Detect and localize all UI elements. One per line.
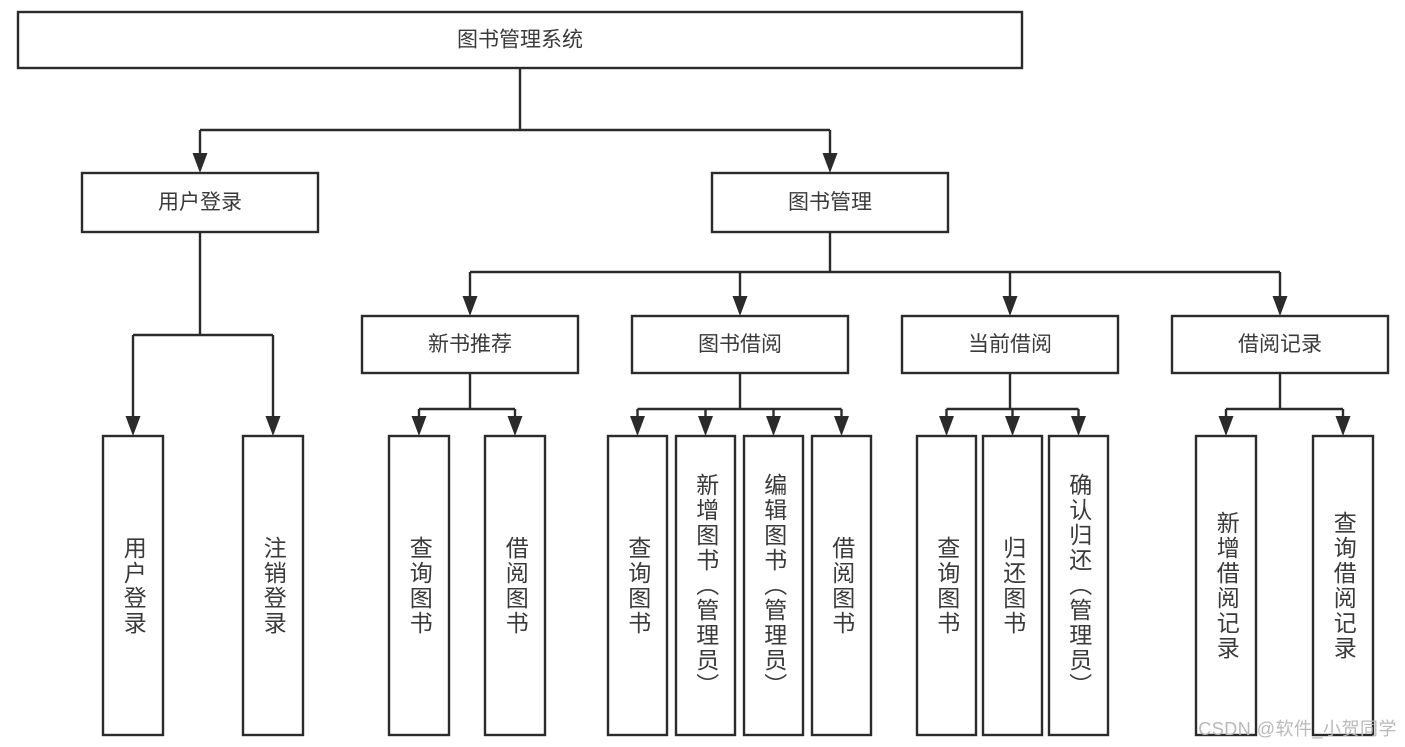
node-box-new-book-recommend[interactable] <box>360 314 580 375</box>
node-box-leaf-edit-book[interactable] <box>742 434 805 737</box>
node-box-user-login[interactable] <box>80 171 320 234</box>
node-box-book-borrow[interactable] <box>630 314 850 375</box>
node-label-borrow-record: 借阅记录 <box>1238 333 1322 356</box>
connector-book-manage-arrow-3 <box>1272 296 1288 316</box>
node-box-leaf-user-login[interactable] <box>101 434 165 737</box>
connector-book-manage-arrow-2 <box>1002 296 1018 316</box>
node-box-leaf-return-book[interactable] <box>981 434 1044 737</box>
connector-borrow-record-arrow-1 <box>1335 416 1351 436</box>
node-box-leaf-query-book-1[interactable] <box>387 434 451 737</box>
node-box-root[interactable] <box>16 10 1024 70</box>
node-box-book-manage[interactable] <box>710 171 950 234</box>
connector-book-borrow-arrow-0 <box>630 416 645 436</box>
node-box-leaf-add-book[interactable] <box>674 434 737 737</box>
node-box-leaf-borrow-book-1[interactable] <box>483 434 547 737</box>
node-label-root: 图书管理系统 <box>457 29 583 52</box>
connector-root-arrow-1 <box>822 153 838 173</box>
node-box-leaf-borrow-book-2[interactable] <box>810 434 873 737</box>
connector-current-borrow-arrow-0 <box>939 416 954 436</box>
connector-current-borrow-arrow-2 <box>1071 416 1086 436</box>
node-box-current-borrow[interactable] <box>900 314 1120 375</box>
connector-book-borrow-arrow-2 <box>766 416 781 436</box>
node-box-leaf-query-book-2[interactable] <box>606 434 669 737</box>
connector-book-manage-arrow-1 <box>732 296 748 316</box>
connector-root-arrow-0 <box>192 153 208 173</box>
node-label-book-manage: 图书管理 <box>788 191 872 214</box>
connector-user-login-arrow-0 <box>125 416 141 436</box>
connector-book-borrow-arrow-3 <box>834 416 849 436</box>
connector-current-borrow-arrow-1 <box>1005 416 1020 436</box>
node-box-leaf-add-record[interactable] <box>1194 434 1258 737</box>
connector-layer <box>125 68 1351 436</box>
node-label-new-book-recommend: 新书推荐 <box>428 333 512 356</box>
node-label-current-borrow: 当前借阅 <box>968 333 1052 356</box>
node-box-layer <box>16 10 1390 737</box>
connector-new-book-recommend-arrow-1 <box>507 416 523 436</box>
watermark-text: CSDN @软件_小贺同学 <box>1198 719 1397 739</box>
connector-borrow-record-arrow-0 <box>1218 416 1234 436</box>
connector-user-login-arrow-1 <box>265 416 281 436</box>
node-label-user-login: 用户登录 <box>158 191 242 214</box>
connector-new-book-recommend-arrow-0 <box>411 416 427 436</box>
node-box-leaf-user-logout[interactable] <box>241 434 305 737</box>
node-box-leaf-confirm-return[interactable] <box>1047 434 1110 737</box>
connector-book-borrow-arrow-1 <box>698 416 713 436</box>
connector-book-manage-arrow-0 <box>462 296 478 316</box>
node-box-leaf-query-book-3[interactable] <box>915 434 978 737</box>
node-box-borrow-record[interactable] <box>1170 314 1390 375</box>
node-label-book-borrow: 图书借阅 <box>698 333 782 356</box>
node-box-leaf-query-record[interactable] <box>1311 434 1375 737</box>
